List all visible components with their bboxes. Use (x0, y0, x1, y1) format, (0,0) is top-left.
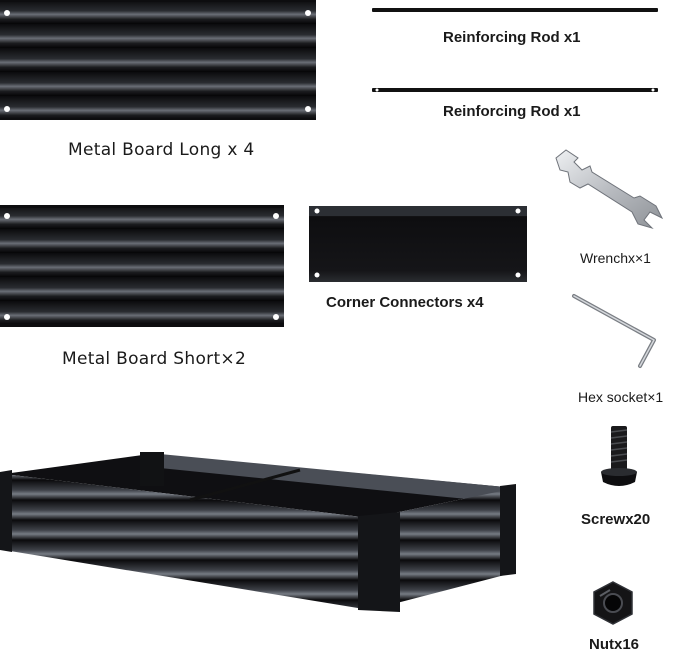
reinforcing-rod-2-label: Reinforcing Rod x1 (443, 103, 581, 120)
screw-icon (598, 424, 640, 490)
metal-board-long-image (0, 0, 316, 120)
nut-label: Nutx16 (589, 636, 640, 653)
wrench-icon (552, 148, 664, 230)
screw-label: Screwx20 (581, 511, 651, 528)
nut-icon (590, 580, 636, 626)
hex-socket-label: Hex socket×1 (578, 389, 664, 405)
corner-connectors-label: Corner Connectors x4 (326, 294, 484, 311)
metal-board-short-label: Metal Board Short×2 (62, 349, 247, 369)
assembled-garden-bed-image (0, 440, 522, 620)
metal-board-short-image (0, 205, 284, 327)
wrench-label: Wrenchx×1 (580, 250, 651, 266)
reinforcing-rod-1-label: Reinforcing Rod x1 (443, 29, 581, 46)
reinforcing-rod-1-image (372, 6, 658, 14)
hex-key-icon (570, 290, 666, 370)
metal-board-long-label: Metal Board Long x 4 (68, 140, 255, 160)
corner-connector-image (308, 205, 528, 283)
reinforcing-rod-2-image (372, 86, 658, 94)
